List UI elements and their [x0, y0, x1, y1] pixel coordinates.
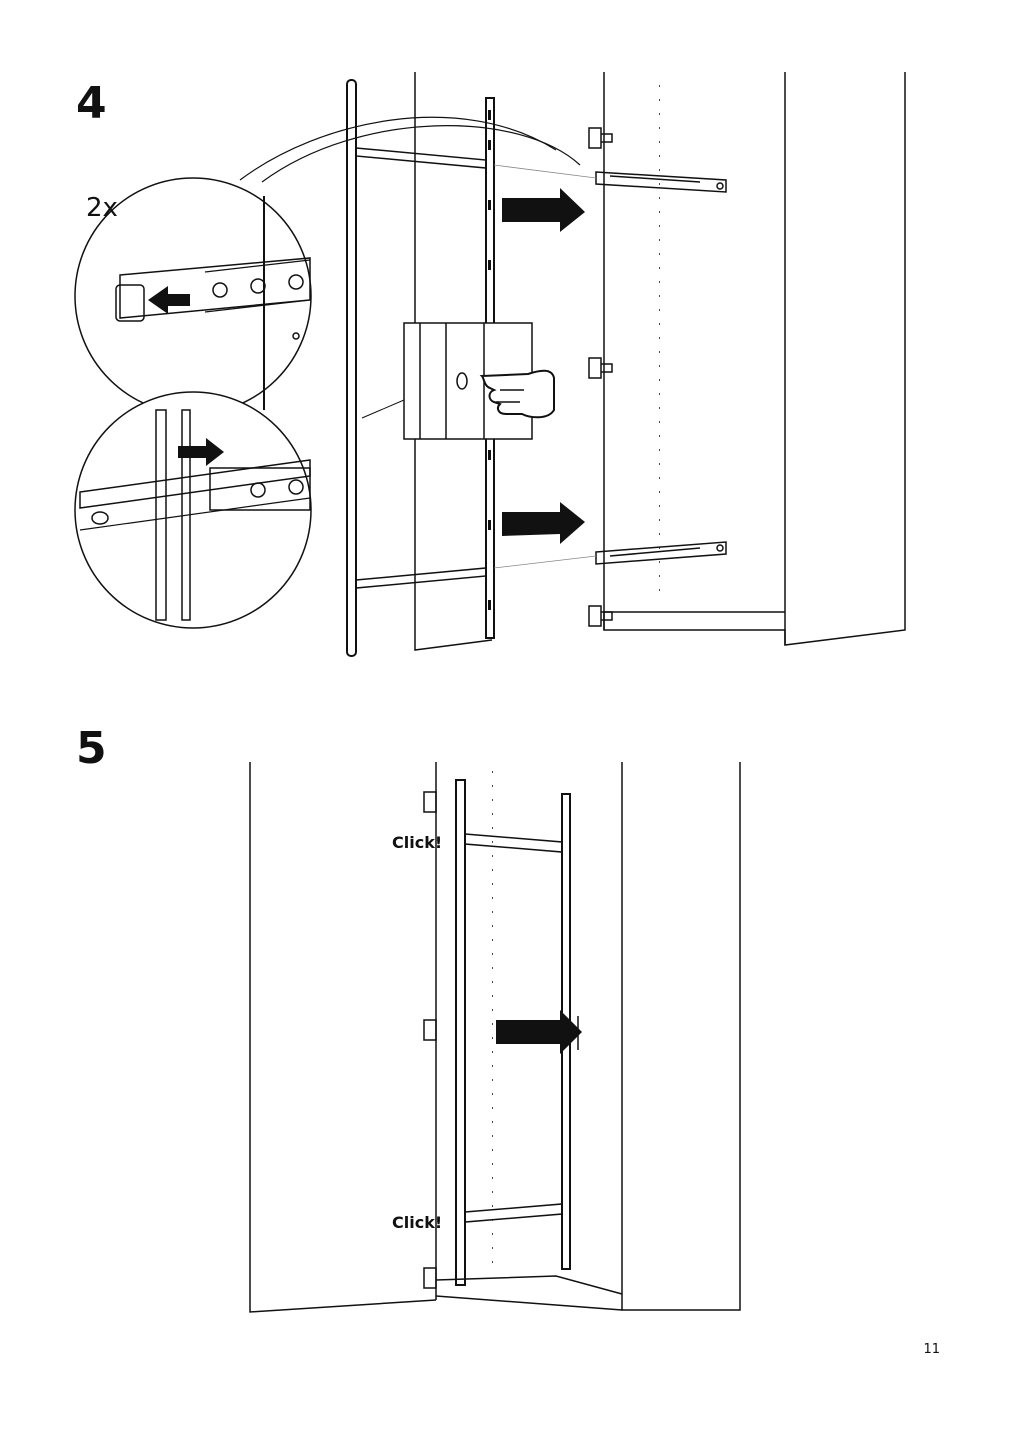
- hinge-middle: [588, 357, 613, 379]
- frame-post-left: [455, 779, 466, 1286]
- hinge-bottom: [588, 605, 613, 627]
- hinge-bottom: [423, 1267, 437, 1289]
- hinge-top: [588, 127, 613, 149]
- arrow-right-icon: [502, 188, 585, 232]
- hinge-middle: [423, 1019, 437, 1041]
- arrow-right-icon: [178, 438, 224, 466]
- detail-circle-bottom: [74, 391, 312, 629]
- click-label-top: Click!: [392, 833, 442, 852]
- runner-bottom: [595, 541, 727, 565]
- quantity-label: 2x: [86, 193, 118, 223]
- hinge-top: [423, 791, 437, 813]
- page-number: 11: [923, 1342, 940, 1357]
- step-5-illustration: Click! Click!: [249, 762, 741, 1313]
- crossbar-top: [464, 833, 563, 853]
- arrow-right-icon: [496, 1010, 582, 1054]
- arrow-left-icon: [148, 286, 190, 314]
- detail-circle-top: [74, 116, 581, 415]
- crossbar-bottom: [464, 1203, 563, 1223]
- click-label-bottom: Click!: [392, 1213, 442, 1232]
- crossbar-bottom: [355, 567, 487, 589]
- frame-post-left: [346, 79, 357, 657]
- step-5-number: 5: [76, 723, 107, 774]
- pointing-hand-icon: [479, 369, 555, 419]
- step-4-illustration: 2x: [74, 72, 906, 657]
- crossbar-top: [355, 147, 487, 169]
- shelf-holes: [608, 80, 710, 600]
- runner-top: [595, 171, 727, 193]
- arrow-right-icon: [502, 502, 585, 544]
- step-4-number: 4: [76, 78, 107, 129]
